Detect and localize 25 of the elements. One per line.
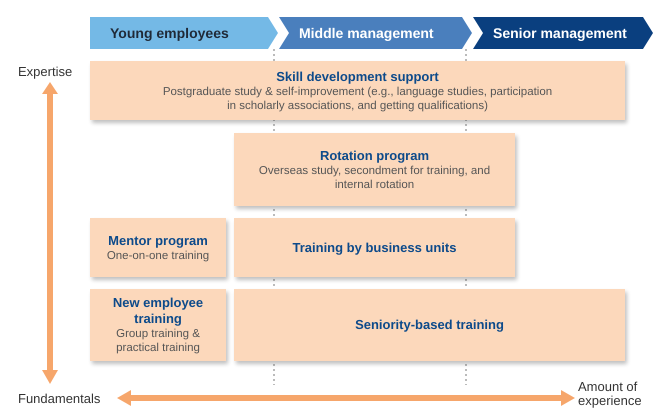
stage-label: Middle management <box>298 24 434 43</box>
program-description: Postgraduate study & self-improvement (e.g., language studies, participation in scholarly associations, and getting qualifications) <box>162 84 554 112</box>
program-description: Group training & practical training <box>115 327 201 355</box>
stage-label: Young employees <box>109 24 229 43</box>
program-box <box>234 218 515 277</box>
axis-label: Amount of experience <box>578 380 643 408</box>
program-box <box>234 133 515 206</box>
program-title: Skill development support <box>276 68 439 84</box>
axis-label: Fundamentals <box>18 390 100 408</box>
axis-label: Expertise <box>18 63 72 81</box>
program-title: Rotation program <box>320 148 430 164</box>
program-description: One-on-one training <box>106 248 210 262</box>
program-description: Overseas study, secondment for training, and internal rotation <box>258 164 492 192</box>
program-title: New employee training <box>112 295 204 327</box>
program-box <box>90 61 625 120</box>
program-title: Seniority-based training <box>355 317 504 333</box>
program-box <box>90 289 226 361</box>
career-stage-band <box>473 17 653 49</box>
program-box <box>234 289 625 361</box>
program-title: Mentor program <box>108 232 208 248</box>
program-box <box>90 218 226 277</box>
career-stage-band <box>90 17 278 49</box>
stage-label: Senior management <box>492 24 627 43</box>
career-stage-band <box>279 17 472 49</box>
program-title: Training by business units <box>292 240 456 256</box>
